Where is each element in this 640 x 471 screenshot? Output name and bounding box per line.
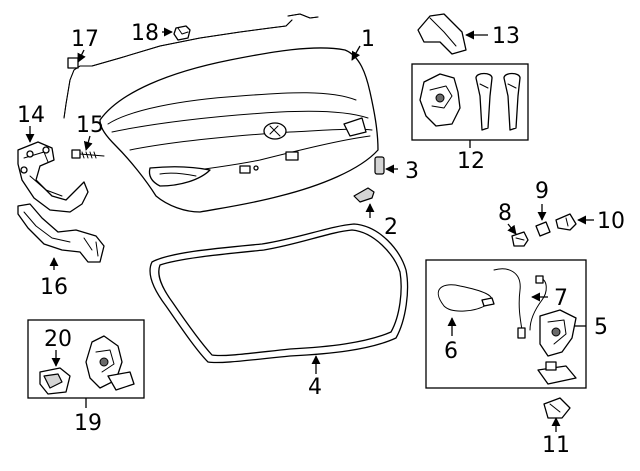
leader-lines [25,27,594,432]
cover-part [417,13,467,55]
callout-17: 17 [71,27,99,52]
callout-14: 14 [17,103,45,128]
hinge-cover [17,203,105,263]
bolt-part [71,149,105,159]
latch-assembly-12 [419,72,521,131]
callout-1: 1 [361,27,375,52]
callout-20: 20 [44,327,72,352]
callout-13: 13 [492,24,520,49]
callout-labels: 1 2 3 4 5 6 7 8 9 10 11 12 13 14 15 16 1… [17,21,625,458]
latch-assembly-19 [39,335,135,395]
trunk-lid [99,47,379,213]
callout-15: 15 [76,113,104,138]
bracket-part [353,187,375,203]
callout-19: 19 [74,411,102,436]
small-parts [511,213,577,247]
callout-8: 8 [498,201,512,226]
callout-6: 6 [444,339,458,364]
cables-and-lock [437,268,577,385]
callout-16: 16 [40,275,68,300]
callout-3: 3 [405,159,419,184]
striker-part [543,397,571,419]
callout-5: 5 [594,315,608,340]
weatherstrip [149,223,409,364]
hinge-part [17,141,89,213]
pad-part [374,156,385,175]
callout-18: 18 [131,21,159,46]
callout-4: 4 [308,375,322,400]
callout-7: 7 [554,286,568,311]
group-box-5 [425,259,587,389]
callout-9: 9 [535,179,549,204]
callout-2: 2 [384,215,398,240]
callout-10: 10 [597,209,625,234]
trunk-cable [63,13,319,119]
callout-11: 11 [542,433,570,458]
clip-part [173,25,191,41]
callout-12: 12 [457,149,485,174]
